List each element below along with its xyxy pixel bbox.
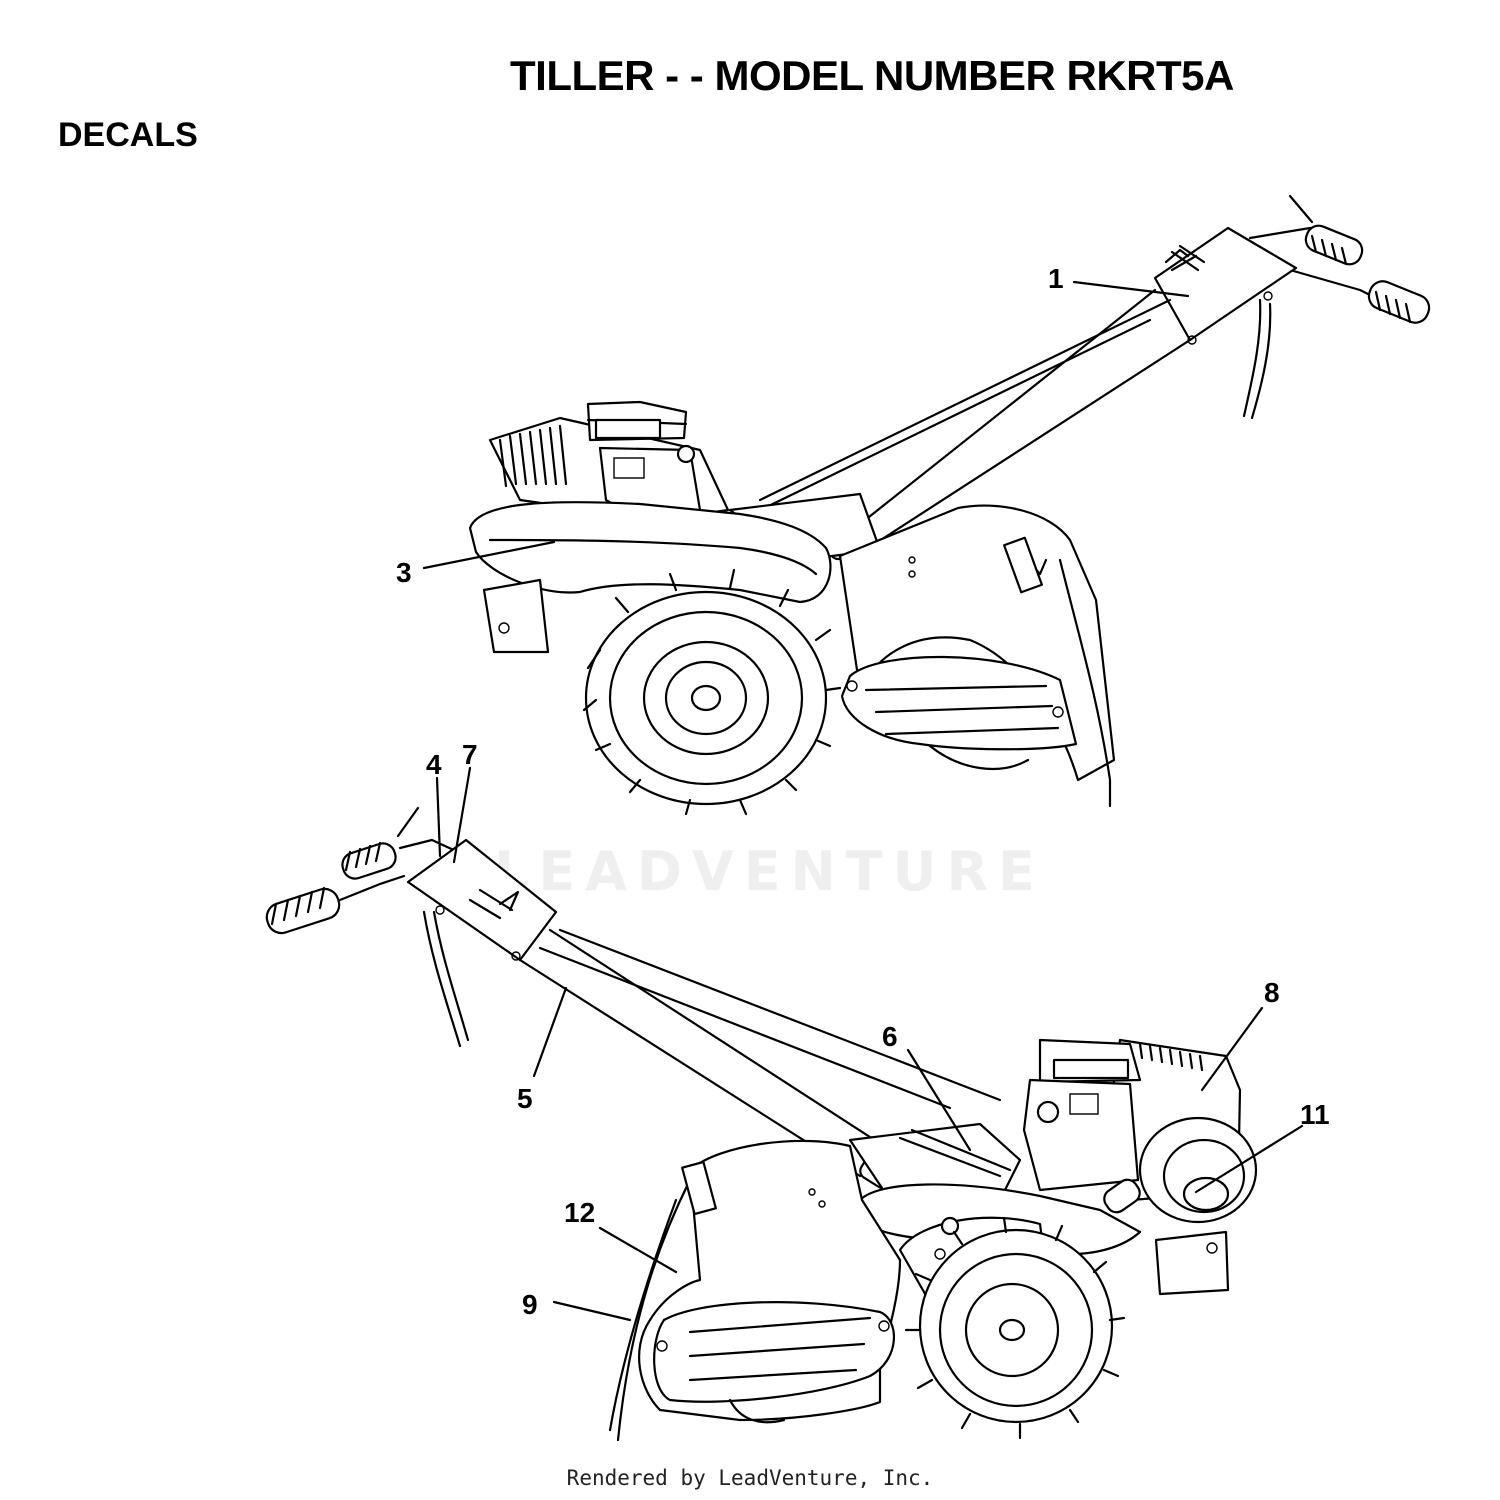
callout-4: 4 — [426, 749, 442, 780]
footer-credit: Rendered by LeadVenture, Inc. — [566, 1466, 934, 1490]
tiller-illustration-upper-icon — [468, 194, 1431, 816]
tiller-illustration-lower-icon — [265, 806, 1258, 1442]
callout-7: 7 — [462, 739, 478, 770]
callout-leaders — [422, 280, 1304, 1322]
watermark: LEADVENTURE — [494, 840, 1045, 903]
page-title: TILLER - - MODEL NUMBER RKRT5A — [510, 52, 1234, 99]
callout-8: 8 — [1264, 977, 1280, 1008]
callout-12: 12 — [564, 1197, 595, 1228]
section-title: DECALS — [58, 116, 198, 154]
callout-9: 9 — [522, 1289, 538, 1320]
callout-11: 11 — [1300, 1099, 1330, 1130]
callout-3: 3 — [396, 557, 412, 588]
callout-6: 6 — [882, 1021, 898, 1052]
callout-1: 1 — [1048, 263, 1064, 294]
callout-5: 5 — [517, 1083, 533, 1114]
